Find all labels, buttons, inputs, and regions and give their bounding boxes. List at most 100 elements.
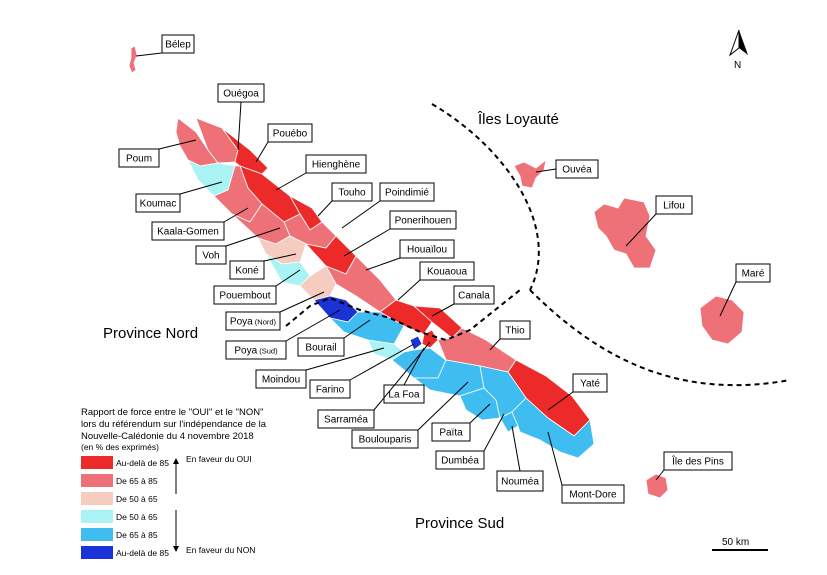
commune-label[interactable]: Maré bbox=[742, 269, 765, 280]
commune-label[interactable]: Sarraméa bbox=[324, 415, 368, 426]
legend-non-label: En faveur du NON bbox=[186, 545, 255, 555]
legend-swatch bbox=[81, 474, 113, 487]
commune-label[interactable]: Touho bbox=[338, 188, 366, 199]
commune-label[interactable]: Thio bbox=[505, 326, 525, 337]
commune-label-box bbox=[663, 451, 733, 471]
legend-item-label: De 50 à 65 bbox=[116, 512, 158, 522]
label-leader-line bbox=[279, 291, 325, 313]
label-leader-line bbox=[255, 141, 269, 163]
legend-swatch bbox=[81, 528, 113, 541]
legend-swatch bbox=[81, 546, 113, 559]
commune-label-box bbox=[419, 261, 475, 281]
commune-label[interactable]: Koné bbox=[235, 266, 259, 277]
commune-label[interactable]: Poya (Nord) bbox=[230, 317, 277, 328]
legend-swatch bbox=[81, 510, 113, 523]
commune-label[interactable]: Koumac bbox=[140, 199, 177, 210]
commune-label-box bbox=[496, 470, 544, 492]
commune-label[interactable]: Dumbéa bbox=[441, 456, 479, 467]
commune-bourail[interactable] bbox=[328, 311, 405, 345]
commune-label[interactable]: Pouébo bbox=[273, 129, 308, 140]
north-arrow-icon: N bbox=[728, 29, 748, 71]
commune-label[interactable]: Boulouparis bbox=[359, 435, 412, 446]
label-leader-line bbox=[547, 431, 563, 486]
commune-label[interactable]: Poindimié bbox=[385, 188, 429, 199]
legend-item-label: Au-delà de 85 bbox=[116, 548, 169, 558]
label-leader-line bbox=[343, 228, 391, 257]
commune-label[interactable]: Ouvéa bbox=[562, 165, 592, 176]
label-leader-line bbox=[225, 227, 281, 247]
commune-ile-des-pins[interactable] bbox=[645, 473, 669, 499]
commune-label-box bbox=[389, 210, 457, 230]
label-leader-line bbox=[417, 381, 469, 431]
commune-label-box bbox=[555, 159, 599, 179]
commune-label[interactable]: Poya (Sud) bbox=[234, 346, 278, 357]
label-leader-line bbox=[535, 168, 557, 173]
scale-bar: 50 km bbox=[712, 537, 768, 551]
commune-label[interactable]: Bélep bbox=[165, 40, 191, 51]
commune-kone[interactable] bbox=[257, 235, 307, 265]
commune-label-box bbox=[297, 337, 345, 357]
commune-label[interactable]: Nouméa bbox=[501, 477, 539, 488]
commune-label[interactable]: Ouégoa bbox=[223, 89, 259, 100]
commune-label-box bbox=[379, 182, 435, 202]
commune-label-box bbox=[309, 379, 351, 399]
commune-label[interactable]: Yaté bbox=[580, 379, 600, 390]
commune-belep[interactable] bbox=[128, 45, 138, 74]
commune-label[interactable]: Moindou bbox=[262, 375, 300, 386]
commune-farino[interactable] bbox=[409, 335, 423, 351]
mainland-communes bbox=[128, 45, 595, 459]
commune-label-box bbox=[655, 195, 693, 215]
commune-label-box bbox=[213, 285, 277, 305]
label-leader-line bbox=[237, 101, 242, 151]
commune-label[interactable]: Pouembout bbox=[219, 291, 270, 302]
commune-label-box bbox=[151, 221, 225, 241]
commune-label-box bbox=[317, 409, 375, 429]
label-leader-line bbox=[275, 269, 301, 287]
commune-label[interactable]: Île des Pins bbox=[671, 455, 724, 468]
commune-label-box bbox=[161, 34, 195, 54]
commune-label-box bbox=[118, 148, 160, 168]
commune-ouvea[interactable] bbox=[513, 159, 547, 189]
label-leader-line bbox=[317, 200, 333, 217]
label-leader-line bbox=[349, 343, 415, 381]
commune-label-box bbox=[572, 373, 608, 393]
commune-label-box bbox=[331, 182, 373, 202]
commune-mont-dore[interactable] bbox=[511, 397, 595, 459]
commune-label[interactable]: Farino bbox=[316, 385, 345, 396]
commune-lifou[interactable] bbox=[593, 197, 657, 269]
legend-swatch bbox=[81, 492, 113, 505]
commune-label[interactable]: Voh bbox=[202, 251, 219, 262]
legend-subtitle: (en % des exprimés) bbox=[81, 442, 159, 452]
label-leader-line bbox=[341, 200, 381, 229]
commune-label[interactable]: Kouaoua bbox=[427, 267, 467, 278]
label-leader-line bbox=[263, 253, 297, 262]
legend-title-line-2: lors du référendum sur l'indépendance de… bbox=[81, 419, 267, 430]
label-leader-line bbox=[343, 319, 371, 339]
commune-label[interactable]: Lifou bbox=[663, 201, 685, 212]
commune-label[interactable]: Mont-Dore bbox=[569, 490, 617, 501]
commune-mare[interactable] bbox=[699, 295, 745, 345]
commune-label-box bbox=[255, 369, 307, 389]
commune-label[interactable]: Hienghène bbox=[312, 160, 361, 171]
commune-label-box bbox=[499, 320, 531, 340]
commune-label[interactable]: Houaïlou bbox=[407, 245, 447, 256]
province-sud-title: Province Sud bbox=[415, 515, 504, 532]
commune-label-box bbox=[561, 484, 625, 504]
commune-label[interactable]: Kaala-Gomen bbox=[157, 227, 219, 238]
commune-label-box bbox=[735, 263, 771, 283]
legend: Rapport de force entre le "OUI" et le "N… bbox=[81, 407, 267, 559]
commune-label[interactable]: Bourail bbox=[305, 343, 336, 354]
svg-text:50 km: 50 km bbox=[722, 537, 749, 548]
commune-label[interactable]: Ponerihouen bbox=[395, 216, 452, 227]
label-leader-line bbox=[158, 139, 197, 150]
label-leader-line bbox=[469, 403, 491, 424]
commune-label[interactable]: Poum bbox=[126, 154, 152, 165]
commune-label[interactable]: La Foa bbox=[388, 390, 420, 401]
label-leader-line bbox=[397, 279, 421, 301]
province-border-nord-sud bbox=[285, 289, 521, 342]
label-leader-line bbox=[179, 181, 223, 195]
commune-label[interactable]: Canala bbox=[458, 291, 490, 302]
commune-label[interactable]: Païta bbox=[439, 428, 463, 439]
